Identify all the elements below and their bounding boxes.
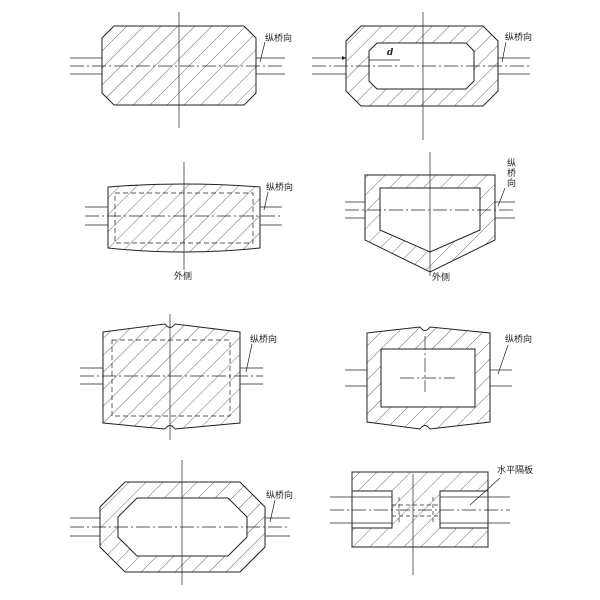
label-dim-d: d	[387, 48, 394, 58]
section-hollow-octagon: 纵桥向	[70, 460, 293, 585]
label-longitudinal: 纵桥向	[505, 31, 532, 43]
label-longitudinal: 纵桥向	[250, 333, 277, 345]
label-longitudinal: 纵桥向	[265, 32, 292, 44]
leader-line	[263, 191, 269, 211]
leader-line	[259, 41, 266, 63]
label-outside: 外侧	[432, 271, 450, 283]
label-outside: 外侧	[174, 270, 192, 282]
section-hollow-chamfered: d 纵桥向	[312, 12, 532, 140]
label-longitudinal: 纵桥向	[266, 489, 293, 501]
label-longitudinal-vertical: 纵桥向	[507, 158, 516, 189]
leader-line	[501, 41, 507, 63]
inner-dashed-outline	[111, 339, 231, 417]
label-horizontal-diaphragm: 水平隔板	[497, 464, 533, 476]
section-hollow-notched: 纵桥向	[345, 326, 532, 430]
hollow-pointed-wall	[364, 174, 496, 273]
leader-line	[245, 343, 253, 373]
section-solid-curved: 纵桥向 外侧	[85, 162, 293, 282]
section-horizontal-diaphragm: 水平隔板	[330, 464, 533, 575]
label-longitudinal: 纵桥向	[505, 333, 532, 345]
solid-notched-outline	[102, 323, 241, 430]
hollow-notched-wall	[366, 326, 491, 430]
diaphragm-body	[351, 471, 489, 548]
section-solid-chamfered: 纵桥向	[70, 12, 292, 128]
leader-line	[469, 477, 501, 506]
leader-line	[269, 499, 276, 523]
label-longitudinal: 纵桥向	[266, 181, 293, 193]
leader-line	[497, 187, 506, 207]
leader-line	[497, 344, 509, 375]
section-solid-notched: 纵桥向	[80, 314, 277, 440]
hollow-octagon-wall	[99, 481, 266, 573]
section-hollow-pointed: 纵桥向 外侧	[345, 152, 516, 283]
